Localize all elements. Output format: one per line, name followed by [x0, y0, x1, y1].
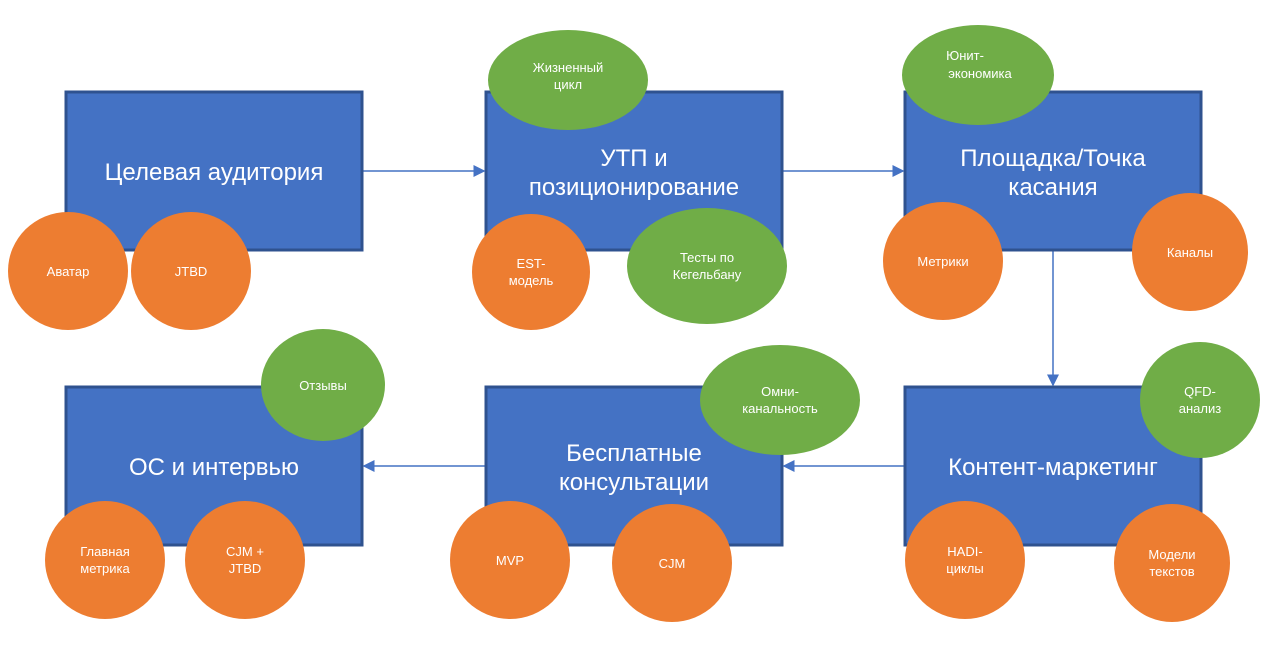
bubble-label: EST- [517, 256, 546, 271]
bubble-label: Модели [1148, 547, 1195, 562]
bubble-label: Юнит- [946, 48, 984, 63]
bubble-label: Кегельбану [673, 267, 742, 282]
bubble-label: QFD- [1184, 384, 1216, 399]
bubble-label: Каналы [1167, 245, 1213, 260]
bubble-avatar: Аватар [8, 212, 128, 330]
bubble-label: Омни- [761, 384, 799, 399]
box-title: касания [1008, 174, 1097, 201]
bubble-cjm-jtbd: CJM + JTBD [185, 501, 305, 619]
box-title: позиционирование [529, 174, 739, 201]
bubble-label: HADI- [947, 544, 982, 559]
bubble-label: Жизненный [533, 60, 604, 75]
bubble-text-models: Модели текстов [1114, 504, 1230, 622]
bubble-label: Главная [80, 544, 129, 559]
box-title: консультации [559, 469, 709, 496]
bubble-main-metric: Главная метрика [45, 501, 165, 619]
bubble-label: Аватар [47, 264, 90, 279]
bubble-label: циклы [946, 561, 983, 576]
bubble-bowling-tests: Тесты по Кегельбану [627, 208, 787, 324]
box-title: Площадка/Точка [960, 145, 1146, 172]
bubble-label: модель [509, 273, 554, 288]
box-title: ОС и интервью [129, 454, 299, 481]
bubble-channels: Каналы [1132, 193, 1248, 311]
bubble-label: текстов [1149, 564, 1194, 579]
bubble-label: метрика [80, 561, 130, 576]
box-title: Целевая аудитория [105, 159, 324, 186]
bubble-label: CJM + [226, 544, 264, 559]
bubble-lifecycle: Жизненный цикл [488, 30, 648, 130]
bubble-label: экономика [948, 66, 1012, 81]
box-title: Контент-маркетинг [948, 454, 1158, 481]
bubble-label: MVP [496, 553, 524, 568]
bubble-label: Тесты по [680, 250, 734, 265]
bubble-label: JTBD [229, 561, 262, 576]
bubble-metrics: Метрики [883, 202, 1003, 320]
bubble-label: Отзывы [299, 378, 347, 393]
bubble-cjm: CJM [612, 504, 732, 622]
bubble-label: цикл [554, 77, 582, 92]
bubble-label: Метрики [917, 254, 968, 269]
bubble-omnichannel: Омни- канальность [700, 345, 860, 455]
bubble-label: канальность [742, 401, 818, 416]
bubble-hadi-cycles: HADI- циклы [905, 501, 1025, 619]
bubble-unit-economics: Юнит- экономика [902, 25, 1054, 125]
bubble-est-model: EST- модель [472, 214, 590, 330]
bubble-label: JTBD [175, 264, 208, 279]
box-title: Бесплатные [566, 440, 702, 467]
bubble-label: анализ [1179, 401, 1221, 416]
bubble-label: CJM [659, 556, 686, 571]
box-title: УТП и [600, 145, 667, 172]
bubble-qfd-analysis: QFD- анализ [1140, 342, 1260, 458]
bubble-jtbd: JTBD [131, 212, 251, 330]
bubble-reviews: Отзывы [261, 329, 385, 441]
bubble-mvp: MVP [450, 501, 570, 619]
